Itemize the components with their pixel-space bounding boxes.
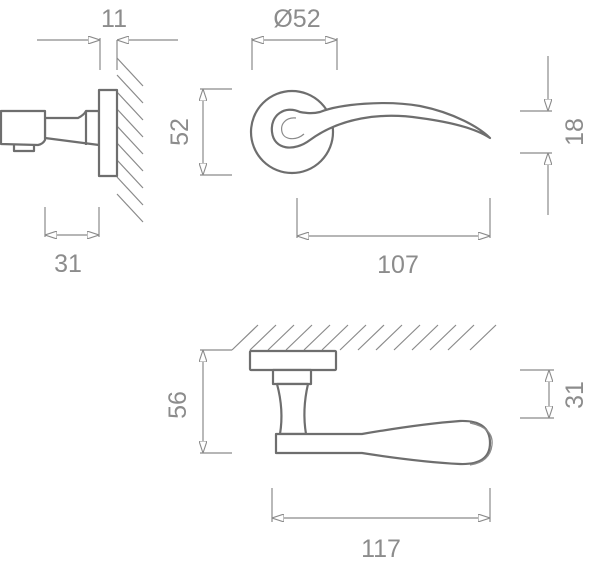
dimension-31-top: 31 xyxy=(520,369,589,419)
dimension-label: 56 xyxy=(164,391,192,419)
dimension-label: 31 xyxy=(561,381,589,409)
dimension-11: 11 xyxy=(37,5,178,70)
dimension-label: Ø52 xyxy=(273,5,320,33)
dimension-label: 11 xyxy=(101,5,127,33)
dimension-label: 117 xyxy=(361,535,401,563)
dimension-117: 117 xyxy=(271,488,491,563)
dimension-56: 56 xyxy=(164,349,232,454)
dimension-31-side: 31 xyxy=(44,207,100,278)
lever-outline xyxy=(270,102,492,149)
dimension-label: 52 xyxy=(166,118,194,146)
dimension-label: 18 xyxy=(561,118,589,146)
dimension-18: 18 xyxy=(520,56,589,215)
side-view: 11 31 xyxy=(0,5,178,278)
dimension-label: 31 xyxy=(54,250,82,278)
top-view: 56 31 117 xyxy=(164,324,589,563)
dimension-107: 107 xyxy=(296,198,491,279)
dimension-d52: Ø52 xyxy=(251,5,338,70)
top-handle xyxy=(248,349,493,466)
dimension-label: 107 xyxy=(377,251,419,279)
dimension-52: 52 xyxy=(166,88,232,176)
wall-hatching xyxy=(116,40,144,223)
side-handle xyxy=(0,88,119,178)
front-view: Ø52 52 18 107 xyxy=(166,5,589,279)
wall-hatching xyxy=(231,324,497,351)
